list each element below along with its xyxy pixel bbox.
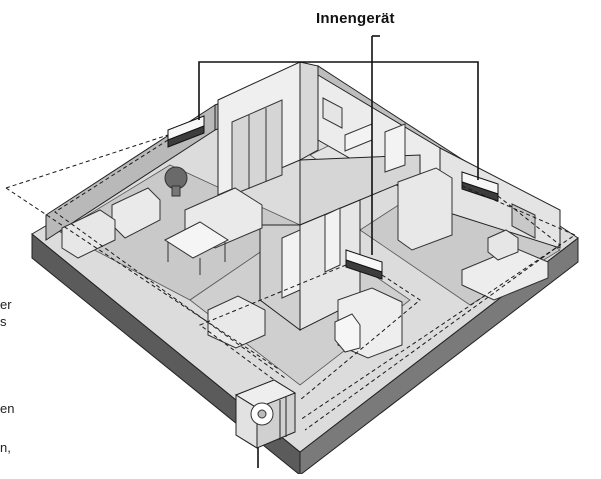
cut-off-text-1: er: [0, 297, 12, 312]
indoor-units: [167, 115, 499, 280]
cut-off-text-3: en: [0, 401, 15, 416]
furniture: [61, 123, 549, 359]
cut-off-text-4: n,: [0, 440, 11, 455]
cut-off-text-2: s: [0, 314, 7, 329]
indoor-unit-label: Innengerät: [316, 10, 395, 27]
windows: [231, 97, 536, 299]
pipe-routes: [5, 134, 577, 431]
outdoor-unit: [234, 379, 297, 449]
